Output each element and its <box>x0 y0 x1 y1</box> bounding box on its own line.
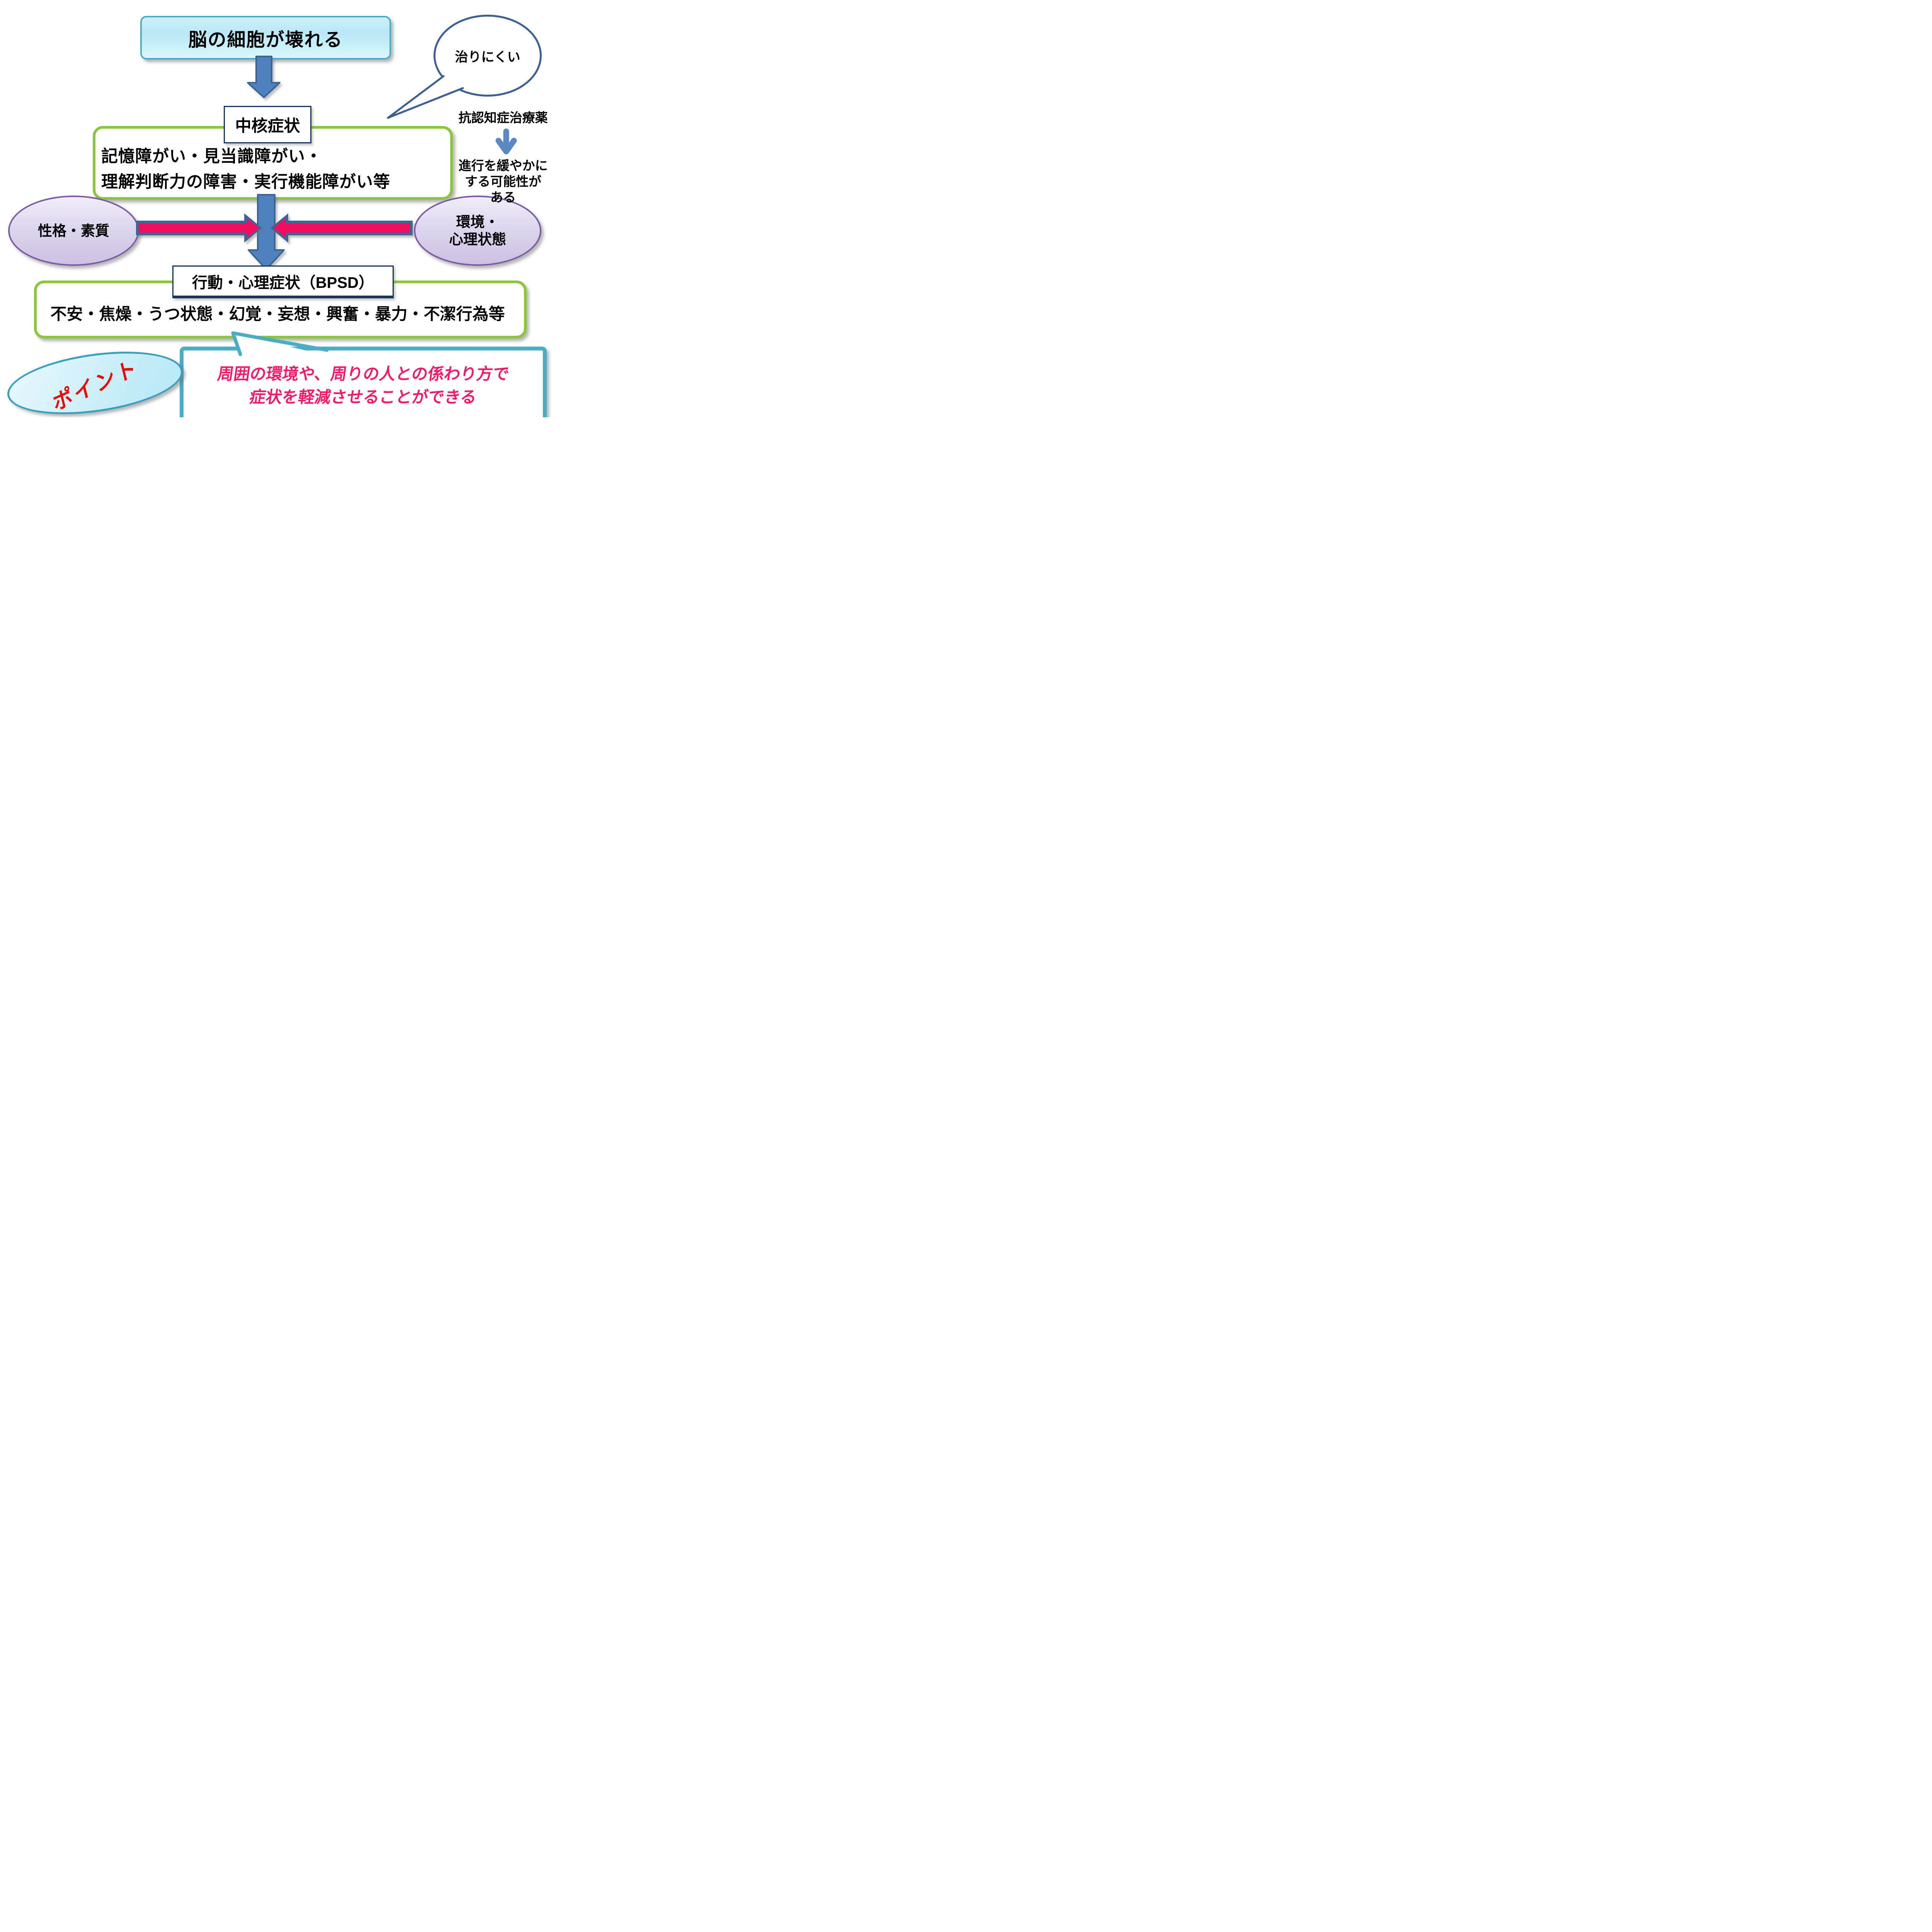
hard-to-cure-label: 治りにくい <box>455 49 520 65</box>
bpsd-title: 行動・心理症状（BPSD） <box>192 274 374 291</box>
core-symptoms-title: 中核症状 <box>235 117 300 135</box>
care-advice-box: 周囲の環境や、周りの人との係わり方で 症状を軽減させることができる <box>180 347 547 417</box>
slow-progression-line-3: ある <box>490 190 516 204</box>
environment-label: 環境・ 心理状態 <box>449 213 506 248</box>
slow-progression-line-1: 進行を緩やかに <box>458 158 548 173</box>
brain-cell-damage-label: 脳の細胞が壊れる <box>188 29 343 50</box>
personality-ellipse: 性格・素質 <box>8 196 139 266</box>
down-arrow-middle-icon <box>248 194 285 270</box>
brain-cell-damage-box: 脳の細胞が壊れる <box>140 16 391 60</box>
slow-progression-line-2: する可能性が <box>465 174 541 189</box>
environment-ellipse: 環境・ 心理状態 <box>414 196 541 266</box>
anti-dementia-drug-label: 抗認知症治療薬 <box>458 111 548 125</box>
down-arrow-top-icon <box>247 56 281 98</box>
bpsd-body: 不安・焦燥・うつ状態・幻覚・妄想・興奮・暴力・不潔行為等 <box>50 305 505 323</box>
core-symptoms-line-2: 理解判断力の障害・実行機能障がい等 <box>101 173 390 191</box>
diagram-canvas: 脳の細胞が壊れる 記憶障がい・見当識障がい・ 理解判断力の障害・実行機能障がい等… <box>0 0 556 417</box>
core-symptoms-line-1: 記憶障がい・見当識障がい・ <box>101 147 322 166</box>
slow-progression-note: 進行を緩やかに する可能性が ある <box>451 158 556 205</box>
bpsd-title-box: 行動・心理症状（BPSD） <box>172 265 394 298</box>
environment-line-1: 環境・ <box>456 214 499 230</box>
point-label: ポイント <box>50 355 141 415</box>
core-symptoms-title-box: 中核症状 <box>224 106 311 143</box>
inward-arrow-right-icon <box>270 213 413 243</box>
care-advice-line-1: 周囲の環境や、周りの人との係わり方で <box>216 365 510 383</box>
inward-arrow-left-icon <box>136 213 262 243</box>
core-symptoms-body: 記憶障がい・見当識障がい・ 理解判断力の障害・実行機能障がい等 <box>101 144 390 195</box>
medication-down-arrow-icon <box>495 128 517 155</box>
environment-line-2: 心理状態 <box>449 231 506 247</box>
hard-to-cure-bubble: 治りにくい <box>434 15 542 97</box>
personality-label: 性格・素質 <box>38 223 109 239</box>
care-advice-line-2: 症状を軽減させることができる <box>248 388 478 406</box>
point-badge: ポイント <box>3 342 187 417</box>
